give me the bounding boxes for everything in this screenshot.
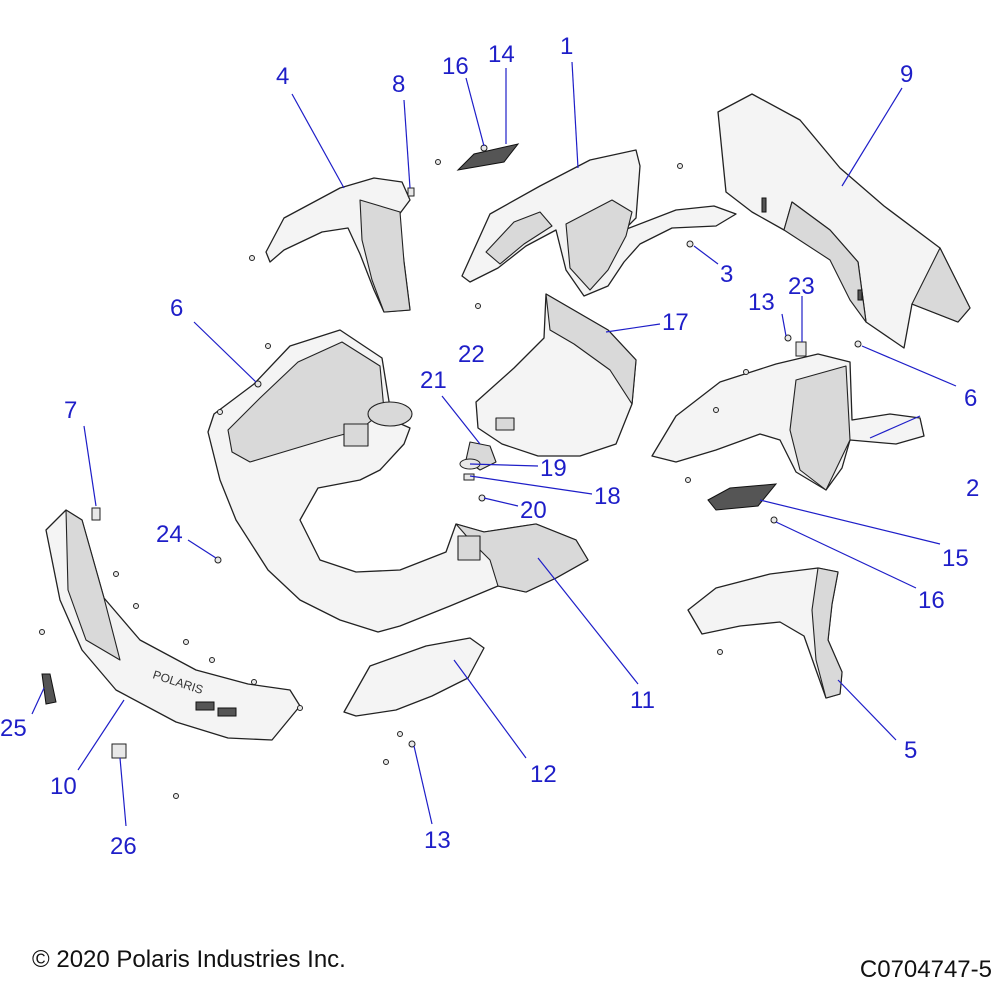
callout-25: 25 xyxy=(0,715,27,742)
callout-26: 26 xyxy=(110,833,137,860)
part-10-front-bumper: POLARIS xyxy=(45,509,301,741)
callout-14: 14 xyxy=(488,41,515,68)
part-1-fender-support xyxy=(461,149,737,297)
callout-13b: 13 xyxy=(748,289,775,316)
callout-9: 9 xyxy=(900,61,913,88)
part-11-floor-tub xyxy=(207,329,589,633)
part-13-screw xyxy=(408,740,416,748)
part-8-clip xyxy=(407,187,415,197)
callout-2: 2 xyxy=(966,475,979,502)
part-16-screw-b xyxy=(770,516,778,524)
callout-7: 7 xyxy=(64,397,77,424)
part-2-right-fender xyxy=(651,353,925,491)
part-9-rear-panel xyxy=(717,93,971,349)
callout-19: 19 xyxy=(540,455,567,482)
part-6-screw xyxy=(254,380,262,388)
part-23-clip xyxy=(795,341,807,357)
callout-21: 21 xyxy=(420,367,447,394)
leader-lines xyxy=(31,61,957,827)
copyright-notice: © 2020 Polaris Industries Inc. xyxy=(32,946,346,973)
part-6-screw-b xyxy=(854,340,862,348)
part-7-clip xyxy=(91,507,101,521)
part-18-bracket xyxy=(463,473,475,481)
callout-3: 3 xyxy=(720,261,733,288)
callout-17: 17 xyxy=(662,309,689,336)
callout-15: 15 xyxy=(942,545,969,572)
callout-23: 23 xyxy=(788,273,815,300)
callout-16b: 16 xyxy=(918,587,945,614)
part-3-screw xyxy=(686,240,694,248)
part-24-screw xyxy=(214,556,222,564)
callout-4: 4 xyxy=(276,63,289,90)
callout-18: 18 xyxy=(594,483,621,510)
callout-13a: 13 xyxy=(424,827,451,854)
callout-5: 5 xyxy=(904,737,917,764)
fasteners xyxy=(39,144,862,799)
part-15-grille xyxy=(707,483,778,511)
callout-24: 24 xyxy=(156,521,183,548)
part-26-badge xyxy=(111,743,127,759)
callout-22: 22 xyxy=(458,341,485,368)
part-5-right-lower-fender xyxy=(687,567,843,699)
drawing-number: C0704747-5 xyxy=(859,956,992,983)
callout-10: 10 xyxy=(50,773,77,800)
part-12-skid-plate xyxy=(343,637,485,717)
callout-16a: 16 xyxy=(442,53,469,80)
callout-6a: 6 xyxy=(170,295,183,322)
part-13-screw-b xyxy=(784,334,792,342)
callout-6b: 6 xyxy=(964,385,977,412)
callout-12: 12 xyxy=(530,761,557,788)
callout-labels: 1 2 3 4 5 6 6 7 8 9 10 11 12 13 13 14 15… xyxy=(0,33,979,860)
part-25-reflector xyxy=(41,673,57,705)
part-4-left-fender xyxy=(265,177,411,313)
part-17-floor-panel xyxy=(475,293,637,457)
callout-11: 11 xyxy=(630,687,655,714)
part-14-grille xyxy=(456,143,520,171)
callout-20: 20 xyxy=(520,497,547,524)
callout-8: 8 xyxy=(392,71,405,98)
callout-1: 1 xyxy=(560,33,573,60)
